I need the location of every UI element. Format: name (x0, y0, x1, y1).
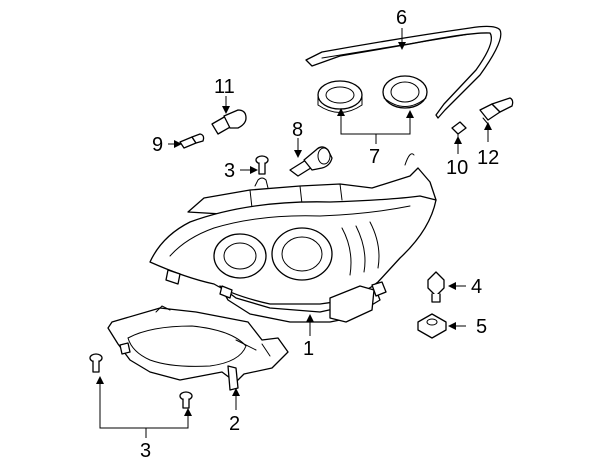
leader-lines (96, 28, 492, 438)
callout-3-upper: 3 (224, 160, 235, 182)
callout-8: 8 (292, 119, 303, 141)
callout-10: 10 (446, 157, 468, 179)
part-11-bulb-socket (211, 109, 247, 135)
callout-3-lower: 3 (140, 440, 151, 462)
part-6-seal-strip (305, 25, 502, 119)
callout-12: 12 (477, 147, 499, 169)
part-12-turn-socket (479, 97, 514, 125)
part-9-small-bulb (179, 133, 205, 149)
part-5-speed-nut (417, 313, 447, 339)
callout-4: 4 (471, 276, 482, 298)
callout-6: 6 (396, 7, 407, 29)
part-7-bezel-rings (317, 75, 428, 113)
part-4-clip-nut (427, 271, 445, 303)
callout-1: 1 (303, 338, 314, 360)
part-3-screw-lower-left (89, 353, 103, 373)
part-2-mounting-bracket (107, 305, 289, 391)
part-3-screw-lower-right (179, 391, 193, 409)
callout-5: 5 (476, 316, 487, 338)
part-1-headlamp-housing (149, 153, 437, 323)
part-3-screw-upper (255, 155, 269, 175)
callout-11: 11 (214, 76, 235, 98)
callout-labels: 6 11 9 8 7 10 12 3 4 5 1 2 3 (140, 7, 499, 462)
callout-9: 9 (152, 134, 163, 156)
part-8-bulb (289, 146, 333, 177)
callout-7: 7 (369, 146, 380, 168)
callout-2: 2 (229, 413, 240, 435)
